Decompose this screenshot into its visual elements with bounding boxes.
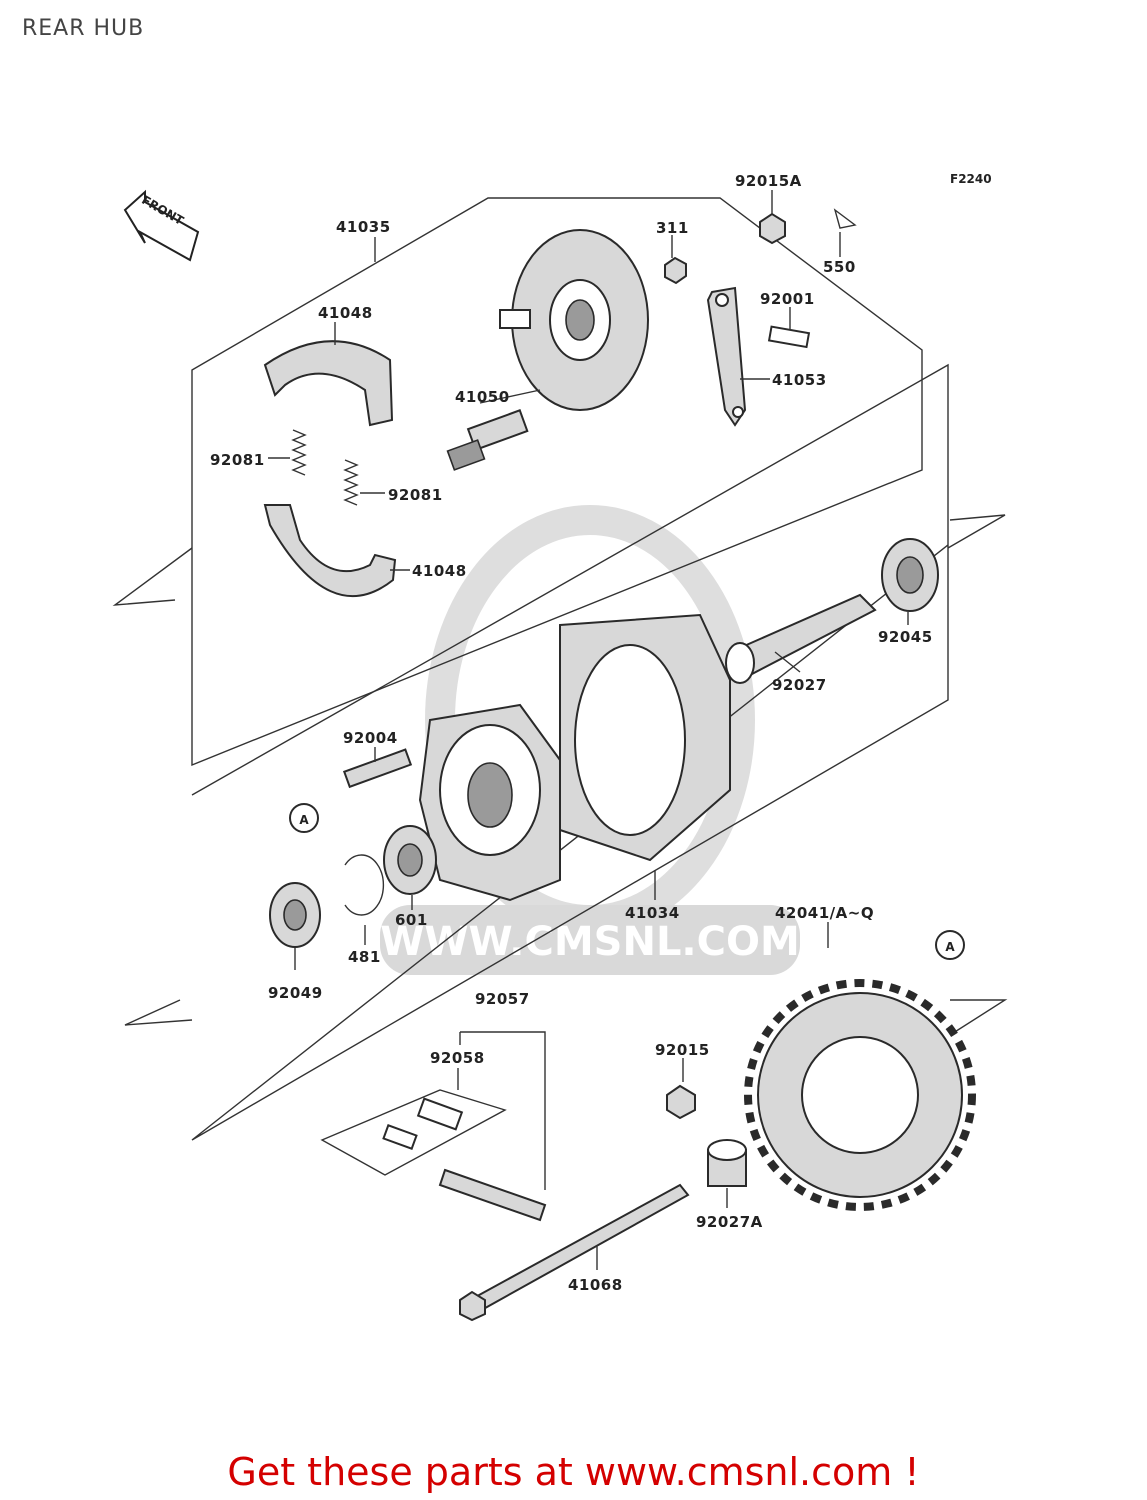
callout-a-left [289, 803, 319, 833]
label-41048-top: 41048 [318, 304, 373, 322]
watermark-text: WWW.CMSNL.COM [380, 919, 800, 965]
brake-shoe-top [263, 340, 394, 427]
label-41050: 41050 [455, 388, 510, 406]
cotter-pin [833, 208, 857, 229]
bearing-601 [383, 825, 437, 895]
svg-text:A: A [299, 813, 309, 827]
bearing-92045 [881, 538, 939, 612]
label-601: 601 [395, 911, 428, 929]
label-92001: 92001 [760, 290, 815, 308]
brake-panel [499, 229, 649, 411]
brake-shoe-bottom [263, 504, 397, 597]
label-92015: 92015 [655, 1041, 710, 1059]
svg-text:A: A [945, 940, 955, 954]
label-92057: 92057 [475, 990, 530, 1008]
label-92045: 92045 [878, 628, 933, 646]
page-title: REAR HUB [22, 16, 145, 41]
circlip-481 [344, 854, 385, 916]
label-92015A: 92015A [735, 172, 802, 190]
label-42041: 42041/A~Q [775, 904, 874, 922]
label-92027: 92027 [772, 676, 827, 694]
nut-92015A [759, 212, 786, 245]
master-link-92058 [382, 1097, 464, 1150]
nut-92015 [666, 1084, 696, 1120]
brake-camshaft [446, 409, 529, 471]
label-92027A: 92027A [696, 1213, 763, 1231]
label-41068: 41068 [568, 1276, 623, 1294]
sprocket-42041 [744, 979, 976, 1211]
footer-parts-link[interactable]: Get these parts at www.cmsnl.com ! [227, 1450, 920, 1494]
label-92049: 92049 [268, 984, 323, 1002]
brake-arm [706, 286, 747, 427]
brake-panel-outline [191, 197, 923, 767]
leader-lines [268, 190, 909, 1270]
hub-body [418, 613, 731, 902]
label-41035: 41035 [336, 218, 391, 236]
front-arrow-icon: FRONT [123, 189, 200, 262]
callout-a-right [935, 930, 965, 960]
label-92081-right: 92081 [388, 486, 443, 504]
spring-left [291, 429, 307, 476]
label-41053: 41053 [772, 371, 827, 389]
diagram-code: F2240 [950, 172, 992, 186]
hub-outline [191, 363, 949, 1141]
label-311: 311 [656, 219, 689, 237]
break-lines [112, 514, 1006, 606]
master-link-box [320, 1089, 507, 1176]
label-550: 550 [823, 258, 856, 276]
rear-hub-diagram: WWW.CMSNL.COM FRONT F2240 [112, 172, 1008, 1322]
spring-right [343, 459, 359, 506]
label-41048-bottom: 41048 [412, 562, 467, 580]
nut-311 [664, 256, 687, 285]
chain-92057 [438, 1168, 547, 1222]
seal-92049 [269, 882, 321, 948]
stud-92004 [342, 748, 413, 789]
label-41034: 41034 [625, 904, 680, 922]
label-92004: 92004 [343, 729, 398, 747]
collar-92027 [725, 593, 877, 684]
axle-41068 [459, 1183, 690, 1322]
bolt-92001 [767, 325, 811, 349]
label-92058: 92058 [430, 1049, 485, 1067]
collar-92027A [707, 1139, 747, 1187]
label-92081-left: 92081 [210, 451, 265, 469]
label-481: 481 [348, 948, 381, 966]
